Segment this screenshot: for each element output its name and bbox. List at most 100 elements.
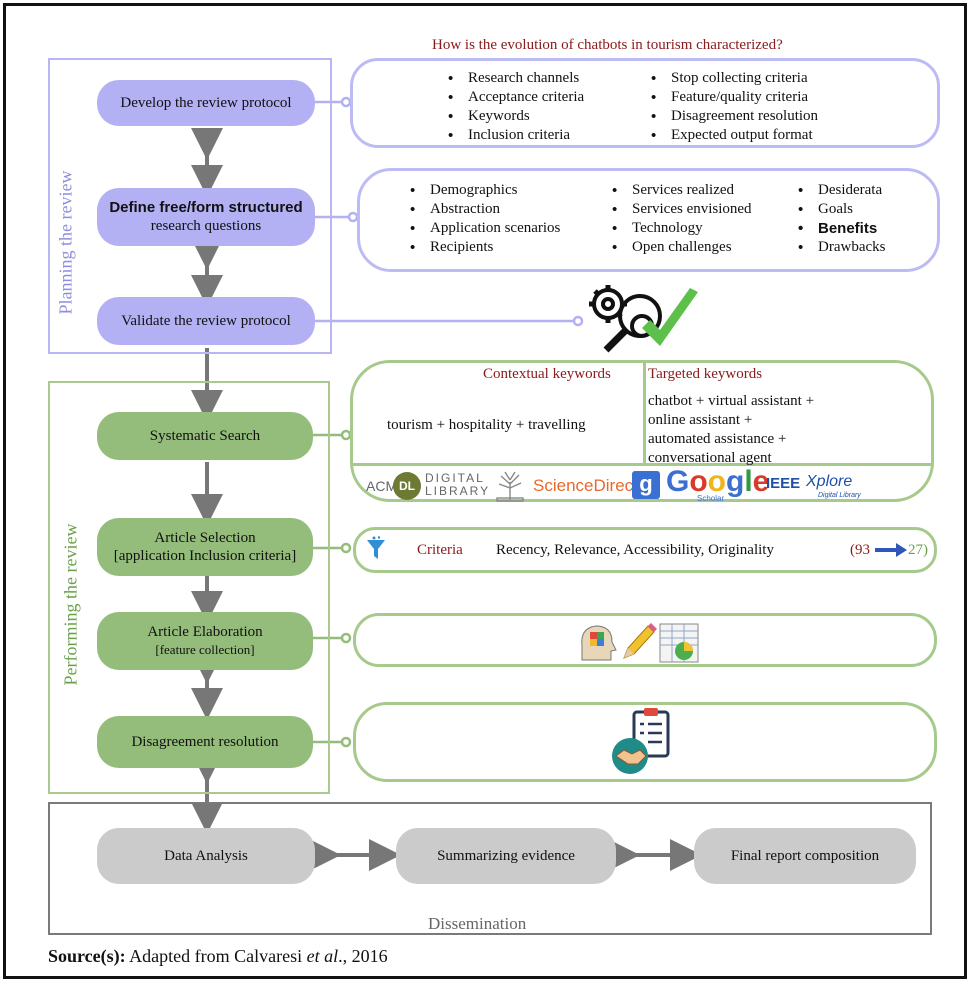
data-analysis-step: Data Analysis: [97, 828, 315, 884]
article-elaboration-label: Article Elaboration: [147, 624, 263, 640]
list-item: Expected output format: [647, 126, 818, 145]
library-label: LIBRARY: [425, 484, 491, 498]
elaboration-icons: [581, 623, 699, 663]
article-elaboration-step: Article Elaboration [feature collection]: [97, 612, 313, 670]
list-item: Desiderata: [794, 181, 885, 200]
protocol-items-bubble: [350, 58, 940, 148]
question-items-col3: Desiderata Goals Benefits Drawbacks: [794, 181, 885, 257]
connector-dot: [347, 211, 359, 223]
sources-divider: [352, 463, 932, 466]
targeted-keyword-2: online assistant +: [648, 412, 753, 428]
targeted-keyword-4: conversational agent: [648, 450, 772, 466]
summarizing-label: Summarizing evidence: [437, 848, 575, 864]
google-letter: o: [707, 465, 726, 498]
planning-label: Planning the review: [55, 170, 76, 315]
question-items-col2: Services realized Services envisioned Te…: [608, 181, 752, 257]
check-icon: [642, 288, 698, 346]
develop-protocol-label: Develop the review protocol: [120, 95, 292, 111]
list-item: Research channels: [444, 69, 584, 88]
count-open: (: [850, 542, 855, 558]
define-questions-bold: Define free/form structured: [109, 199, 303, 216]
sciencedirect-logo: ScienceDirect: [533, 476, 638, 495]
list-item: Inclusion criteria: [444, 126, 584, 145]
list-item: Services realized: [608, 181, 752, 200]
data-analysis-label: Data Analysis: [164, 848, 248, 864]
article-selection-label: Article Selection: [154, 530, 256, 546]
final-report-step: Final report composition: [694, 828, 916, 884]
list-item: Services envisioned: [608, 200, 752, 219]
criteria-count: (93: [850, 541, 870, 560]
criteria-label: Criteria: [417, 542, 463, 558]
count-to: 27): [908, 542, 928, 558]
criteria-text: Recency, Relevance, Accessibility, Origi…: [496, 542, 774, 558]
targeted-keywords-title: Targeted keywords: [648, 366, 763, 382]
article-selection-sub: [application Inclusion criteria]: [113, 548, 297, 564]
list-item: Feature/quality criteria: [647, 88, 818, 107]
protocol-items-col2: Stop collecting criteria Feature/quality…: [647, 69, 818, 145]
digital-library-label: DIGITAL LIBRARY: [425, 472, 490, 498]
criteria-bubble: [353, 527, 937, 573]
list-item: Acceptance criteria: [444, 88, 584, 107]
acm-dl-badge: DL: [393, 472, 421, 500]
figure-frame: [3, 3, 967, 979]
final-report-label: Final report composition: [730, 848, 880, 864]
article-elaboration-sub: [feature collection]: [155, 642, 255, 657]
dissemination-section: [48, 802, 932, 935]
list-item: Disagreement resolution: [647, 107, 818, 126]
systematic-search-label: Systematic Search: [149, 428, 261, 444]
connector-dot: [340, 542, 352, 554]
contextual-keywords: tourism + hospitality + travelling: [387, 417, 586, 433]
acm-prefix: ACM: [366, 478, 398, 494]
targeted-keyword-3: automated assistance +: [648, 431, 787, 447]
validation-gear-check-icon: [589, 285, 698, 353]
list-item: Benefits: [794, 219, 885, 238]
google-letter: G: [666, 465, 690, 498]
list-item: Demographics: [406, 181, 560, 200]
xplore-sub: Digital Library: [818, 492, 861, 499]
arrow-right-icon: [875, 543, 907, 557]
source-label: Source(s):: [48, 946, 126, 966]
list-item: Abstraction: [406, 200, 560, 219]
performing-section: [48, 381, 330, 794]
count-from: 93: [855, 542, 870, 558]
connector-dot: [340, 96, 352, 108]
google-scholar-sub: Scholar: [697, 494, 725, 503]
google-scholar-logo: Google: [666, 466, 769, 498]
source-prefix: Adapted from Calvaresi: [129, 946, 307, 966]
targeted-keyword-1: chatbot + virtual assistant +: [648, 393, 815, 409]
validate-protocol-label: Validate the review protocol: [121, 313, 291, 329]
handshake-checklist-icon: [612, 708, 670, 774]
pencil-icon: [623, 623, 657, 659]
disagreement-label: Disagreement resolution: [131, 734, 279, 750]
acm-logo: ACM: [366, 478, 397, 494]
article-selection-step: Article Selection [application Inclusion…: [97, 518, 313, 576]
google-letter: l: [744, 465, 753, 498]
connector-dot: [340, 632, 352, 644]
ieee-logo: IEEE: [766, 475, 801, 492]
list-item: Technology: [608, 219, 752, 238]
funnel-icon: [367, 536, 385, 559]
question-items-col1: Demographics Abstraction Application sce…: [406, 181, 560, 257]
google-letter: g: [726, 465, 745, 498]
research-question: How is the evolution of chatbots in tour…: [432, 37, 783, 53]
develop-protocol-step: Develop the review protocol: [97, 80, 315, 126]
connector-dot: [340, 736, 352, 748]
list-item: Application scenarios: [406, 219, 560, 238]
summarizing-step: Summarizing evidence: [396, 828, 616, 884]
list-item: Open challenges: [608, 238, 752, 257]
define-questions-step: Define free/form structured research que…: [97, 188, 315, 246]
flow-arrows: [191, 128, 702, 871]
contextual-keywords-title: Contextual keywords: [483, 366, 611, 382]
connector-dot: [572, 315, 584, 327]
digital-label: DIGITAL: [425, 471, 485, 485]
google-letter: e: [752, 465, 770, 498]
list-item: Keywords: [444, 107, 584, 126]
list-item: Drawbacks: [794, 238, 885, 257]
list-item: Stop collecting criteria: [647, 69, 818, 88]
xplore-logo: Xplore: [806, 473, 853, 490]
define-questions-rest: research questions: [150, 218, 262, 234]
systematic-search-step: Systematic Search: [97, 412, 313, 460]
validate-protocol-step: Validate the review protocol: [97, 297, 315, 345]
performing-label: Performing the review: [60, 523, 81, 686]
elsevier-tree-icon: [496, 471, 524, 502]
